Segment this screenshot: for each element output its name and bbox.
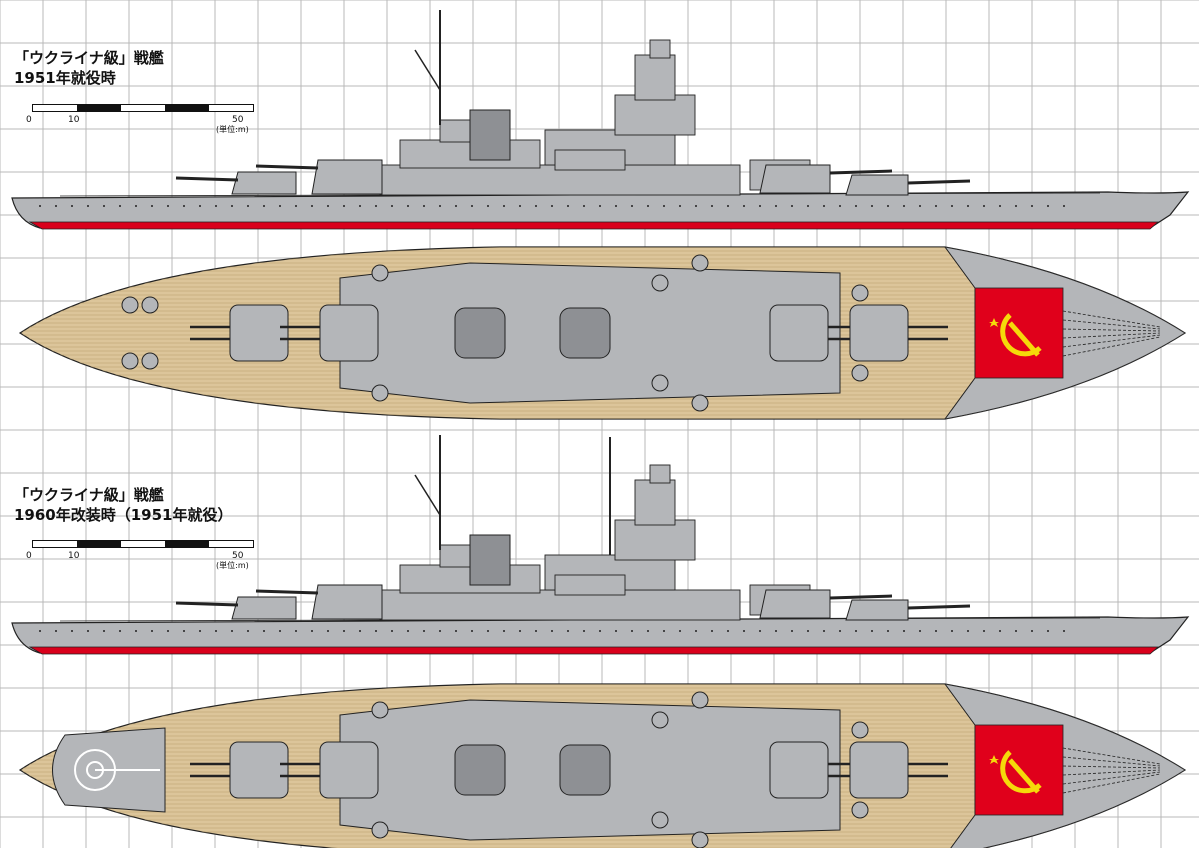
main-turret [231,596,297,620]
secondary-mount [651,711,669,729]
secondary-mount [691,254,709,272]
funnel-cap [454,744,506,796]
gun-barrel [829,169,893,175]
secondary-mount [371,384,389,402]
main-turret [845,174,909,196]
turret-plan [849,304,909,362]
secondary-mount [141,296,159,314]
superstructure-block [649,464,671,484]
main-turret [311,584,383,620]
scale-bar-graphic [32,540,254,548]
scale-tick-10: 10 [68,115,80,125]
superstructure-block [554,149,626,171]
hull [11,616,1190,654]
side-profile-1951 [11,10,1190,230]
scale-tick-0: 0 [26,115,32,125]
funnel [469,109,511,161]
turret-plan [849,741,909,799]
scale-tick-50: 50 [232,551,244,561]
funnel-cap [559,307,611,359]
scale-unit-label: (単位:m) [216,561,249,570]
gun-barrel [829,594,893,600]
gun-barrel [907,604,971,610]
ship-class-title: 「ウクライナ級」戦艦 [14,486,164,504]
hull [11,191,1190,229]
secondary-mount [371,701,389,719]
scale-tick-50: 50 [232,115,244,125]
superstructure-block [634,54,676,101]
ship-config-subtitle: 1951年就役時 [14,69,116,87]
superstructure-block [614,519,696,561]
scale-tick-0: 0 [26,551,32,561]
superstructure-block [614,94,696,136]
secondary-mount [691,394,709,412]
ship-class-title: 「ウクライナ級」戦艦 [14,49,164,67]
funnel-cap [454,307,506,359]
secondary-mount [851,721,869,739]
title-block-1960: 「ウクライナ級」戦艦 1960年改装時（1951年就役） [14,485,233,525]
deck-plan-1960 [18,683,1187,848]
main-turret [759,589,831,619]
secondary-mount [121,296,139,314]
waterline-stripe [28,221,1160,230]
turret-plan [319,741,379,799]
funnel-cap [559,744,611,796]
scale-tick-10: 10 [68,551,80,561]
turret-plan [229,741,289,799]
secondary-mount [851,801,869,819]
turret-plan [769,304,829,362]
secondary-mount [141,352,159,370]
superstructure-block [649,39,671,59]
scale-bar-graphic [32,104,254,112]
turret-plan [769,741,829,799]
main-turret [311,159,383,195]
secondary-mount [371,264,389,282]
gun-barrel [175,176,239,182]
main-turret [845,599,909,621]
secondary-mount [691,691,709,709]
main-turret [231,171,297,195]
turret-plan [229,304,289,362]
main-turret [759,164,831,194]
gun-barrel [175,601,239,607]
secondary-mount [651,374,669,392]
waterline-stripe [28,646,1160,655]
gun-barrel [907,179,971,185]
gun-barrel [255,589,319,595]
secondary-mount [121,352,139,370]
funnel [469,534,511,586]
secondary-mount [371,821,389,839]
gun-barrel [255,164,319,170]
turret-plan [319,304,379,362]
secondary-mount [851,284,869,302]
title-block-1951: 「ウクライナ級」戦艦 1951年就役時 [14,48,164,88]
secondary-mount [691,831,709,848]
secondary-mount [851,364,869,382]
hammer-sickle-icon [1000,750,1042,794]
scale-bar-1960: 0 10 50 (単位:m) [14,534,254,574]
superstructure-block [634,479,676,526]
superstructure-block [554,574,626,596]
deck-plan-1951 [18,246,1187,420]
star-icon [989,755,999,764]
hammer-sickle-icon [1000,313,1042,357]
star-icon [989,318,999,327]
secondary-mount [651,811,669,829]
scale-bar-1951: 0 10 50 (単位:m) [14,98,254,138]
scale-unit-label: (単位:m) [216,125,249,134]
ship-config-subtitle: 1960年改装時（1951年就役） [14,506,233,524]
side-profile-1960 [11,435,1190,655]
secondary-mount [651,274,669,292]
